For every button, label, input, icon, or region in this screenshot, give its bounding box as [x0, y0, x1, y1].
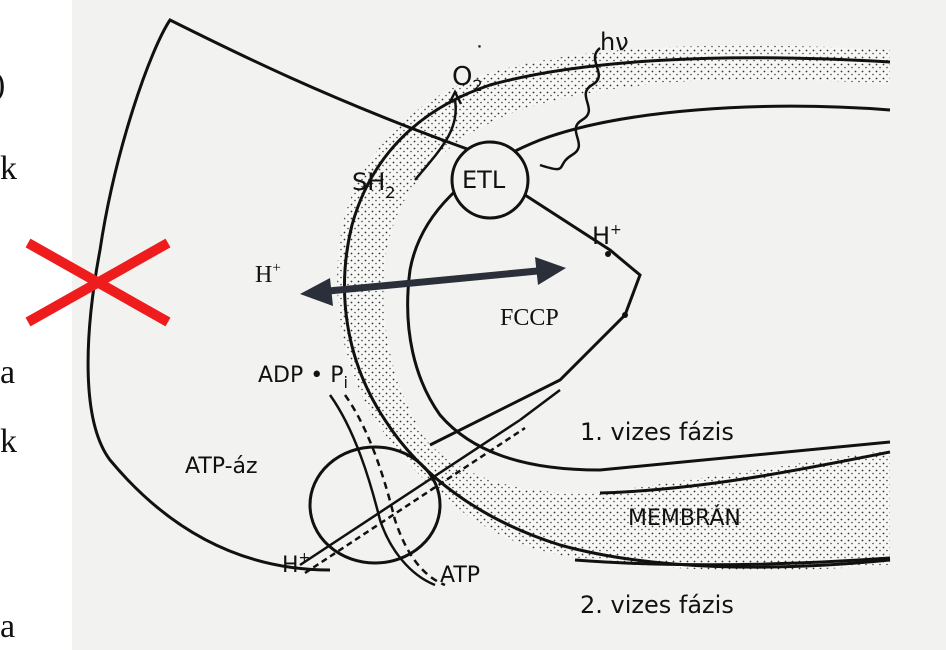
overlay-h-plus-label: H+ — [255, 260, 281, 288]
membrane-label: MEMBRÁN — [628, 505, 741, 531]
o2-radical-dot: ˙ — [474, 43, 485, 68]
etl-label: ETL — [462, 166, 506, 194]
atp-ase-label: ATP-áz — [185, 454, 258, 479]
phase-1-label: 1. vizes fázis — [580, 418, 734, 446]
outer-loop — [88, 20, 470, 570]
fccp-label: FCCP — [500, 305, 559, 331]
atp-label: ATP — [440, 563, 480, 588]
h-plus-right-label: H+ — [592, 222, 622, 250]
adp-pi-label: ADP • Pi — [258, 363, 348, 392]
hv-label: hν — [600, 28, 629, 56]
phase-2-label: 2. vizes fázis — [580, 591, 734, 619]
